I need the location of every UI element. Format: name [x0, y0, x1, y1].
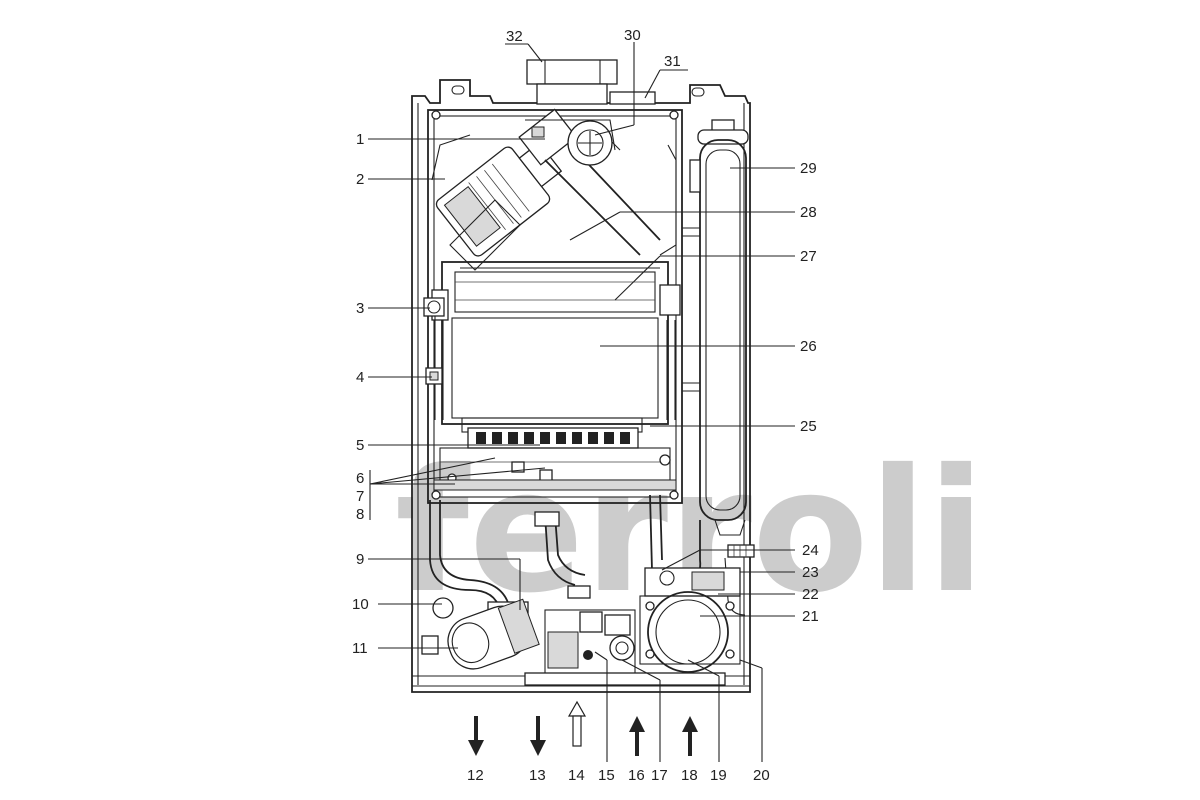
callout-4: 4 — [356, 369, 364, 386]
callout-16: 16 — [628, 767, 645, 784]
watermark-logo: ferroli — [395, 433, 985, 631]
callout-20: 20 — [753, 767, 770, 784]
callout-9: 9 — [356, 551, 364, 568]
callout-25: 25 — [800, 418, 817, 435]
burner — [433, 417, 677, 491]
callout-19: 19 — [710, 767, 727, 784]
leader-lines — [368, 42, 795, 762]
callout-23: 23 — [802, 564, 819, 581]
flue-hood — [460, 119, 661, 269]
callout-7: 7 — [356, 488, 364, 505]
callout-labels: 1 2 3 4 5 6 7 8 9 10 11 12 13 14 15 16 1… — [352, 27, 819, 784]
callout-1: 1 — [356, 131, 364, 148]
expansion-vessel — [682, 119, 755, 558]
callout-6: 6 — [356, 470, 364, 487]
temperature-sensor — [425, 367, 443, 385]
callout-2: 2 — [356, 171, 364, 188]
heat-exchanger — [431, 261, 681, 425]
callout-11: 11 — [352, 640, 368, 657]
callout-29: 29 — [800, 160, 817, 177]
callout-15: 15 — [598, 767, 615, 784]
callout-27: 27 — [800, 248, 817, 265]
callout-26: 26 — [800, 338, 817, 355]
flue-outlet — [526, 59, 656, 105]
callout-21: 21 — [802, 608, 819, 625]
callout-32: 32 — [506, 28, 523, 45]
callout-8: 8 — [356, 506, 364, 523]
flow-arrows — [468, 700, 698, 756]
circulation-pump — [421, 597, 540, 670]
callout-13: 13 — [529, 767, 546, 784]
callout-3: 3 — [356, 300, 364, 317]
callout-12: 12 — [467, 767, 484, 784]
callout-30: 30 — [624, 27, 641, 44]
diverter-valve — [544, 609, 636, 676]
callout-5: 5 — [356, 437, 364, 454]
gas-valve — [639, 567, 741, 673]
callout-17: 17 — [651, 767, 668, 784]
pipework — [429, 494, 746, 616]
callout-24: 24 — [802, 542, 819, 559]
callout-28: 28 — [800, 204, 817, 221]
callout-14: 14 — [568, 767, 585, 784]
callout-18: 18 — [681, 767, 698, 784]
safety-thermostat — [423, 297, 445, 317]
callout-22: 22 — [802, 586, 819, 603]
connection-bar — [524, 672, 726, 686]
callout-10: 10 — [352, 596, 369, 613]
fan-assembly — [435, 108, 578, 271]
callout-31: 31 — [664, 53, 681, 70]
